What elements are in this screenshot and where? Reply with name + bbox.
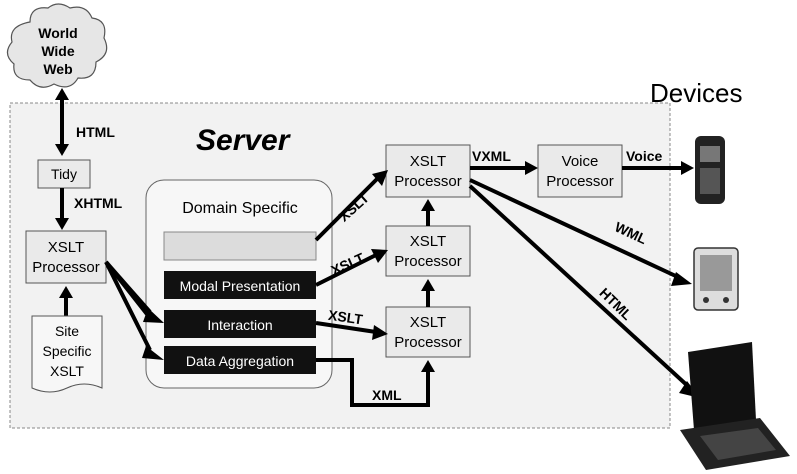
voice-arrowhead xyxy=(681,161,694,175)
edge-label-xslt-3: XSLT xyxy=(327,307,364,328)
domain-to-processor-arrows xyxy=(314,176,380,334)
voice-proc-line-2: Processor xyxy=(546,173,614,190)
proc-mid-line-1: XSLT xyxy=(410,233,446,250)
site-to-xslt-arrowhead xyxy=(59,286,73,298)
voice-processor: Voice Processor xyxy=(537,144,623,198)
xslt-processor-bottom: XSLT Processor xyxy=(385,306,471,358)
server-title: Server xyxy=(196,124,292,157)
domain-row-interaction xyxy=(164,310,316,338)
proc-top-line-2: Processor xyxy=(394,173,462,190)
wml-arrowhead xyxy=(671,272,692,286)
site-specific-xslt-doc: Site Specific XSLT xyxy=(31,315,103,393)
proc-bottom-line-2: Processor xyxy=(394,334,462,351)
xslt-processor-mid: XSLT Processor xyxy=(385,225,471,277)
voice-proc-line-1: Voice xyxy=(562,153,599,170)
xslt-processor-top: XSLT Processor xyxy=(385,144,471,198)
edge-label-xml: XML xyxy=(372,387,402,403)
phone-icon xyxy=(695,136,725,204)
edge-label-vxml: VXML xyxy=(472,148,511,164)
domain-row-modal xyxy=(164,271,316,299)
tidy-label: Tidy xyxy=(51,166,77,182)
proc-top-line-1: XSLT xyxy=(410,153,446,170)
pda-icon xyxy=(693,247,739,311)
proc-bottom-line-1: XSLT xyxy=(410,314,446,331)
laptop-icon xyxy=(680,342,790,470)
site-line-2: Specific xyxy=(42,343,91,359)
bottom-to-mid-arrowhead xyxy=(421,279,435,291)
edge-label-voice: Voice xyxy=(626,148,663,164)
xml-path xyxy=(316,358,430,407)
devices-title: Devices xyxy=(650,78,742,108)
cloud-line-3: Web xyxy=(43,61,72,77)
tidy-to-xslt-arrowhead xyxy=(55,218,69,230)
domain-row-data-aggregation xyxy=(164,346,316,374)
world-wide-web-cloud: World Wide Web xyxy=(6,3,108,88)
site-line-3: XSLT xyxy=(50,363,84,379)
data-aggregation-label: Data Aggregation xyxy=(186,353,294,369)
domain-specific-box: Domain Specific Modal Presentation Inter… xyxy=(145,179,333,389)
cloud-line-1: World xyxy=(38,25,77,41)
edge-label-html-top: HTML xyxy=(76,124,115,140)
left-xslt-line-2: Processor xyxy=(32,259,100,276)
site-line-1: Site xyxy=(55,323,79,339)
proc-mid-line-2: Processor xyxy=(394,253,462,270)
vxml-arrowhead xyxy=(525,161,538,175)
domain-row-blank xyxy=(163,231,317,261)
left-xslt-line-1: XSLT xyxy=(48,239,84,256)
modal-presentation-label: Modal Presentation xyxy=(180,278,301,294)
edge-label-xhtml: XHTML xyxy=(74,195,123,211)
mid-to-top-arrowhead xyxy=(421,199,435,211)
interaction-label: Interaction xyxy=(207,317,272,333)
tidy-box: Tidy xyxy=(37,159,91,189)
xslt-to-domain-arrows xyxy=(104,260,152,351)
cloud-line-2: Wide xyxy=(41,43,75,59)
left-xslt-processor: XSLT Processor xyxy=(25,230,107,284)
domain-specific-title: Domain Specific xyxy=(182,200,298,217)
